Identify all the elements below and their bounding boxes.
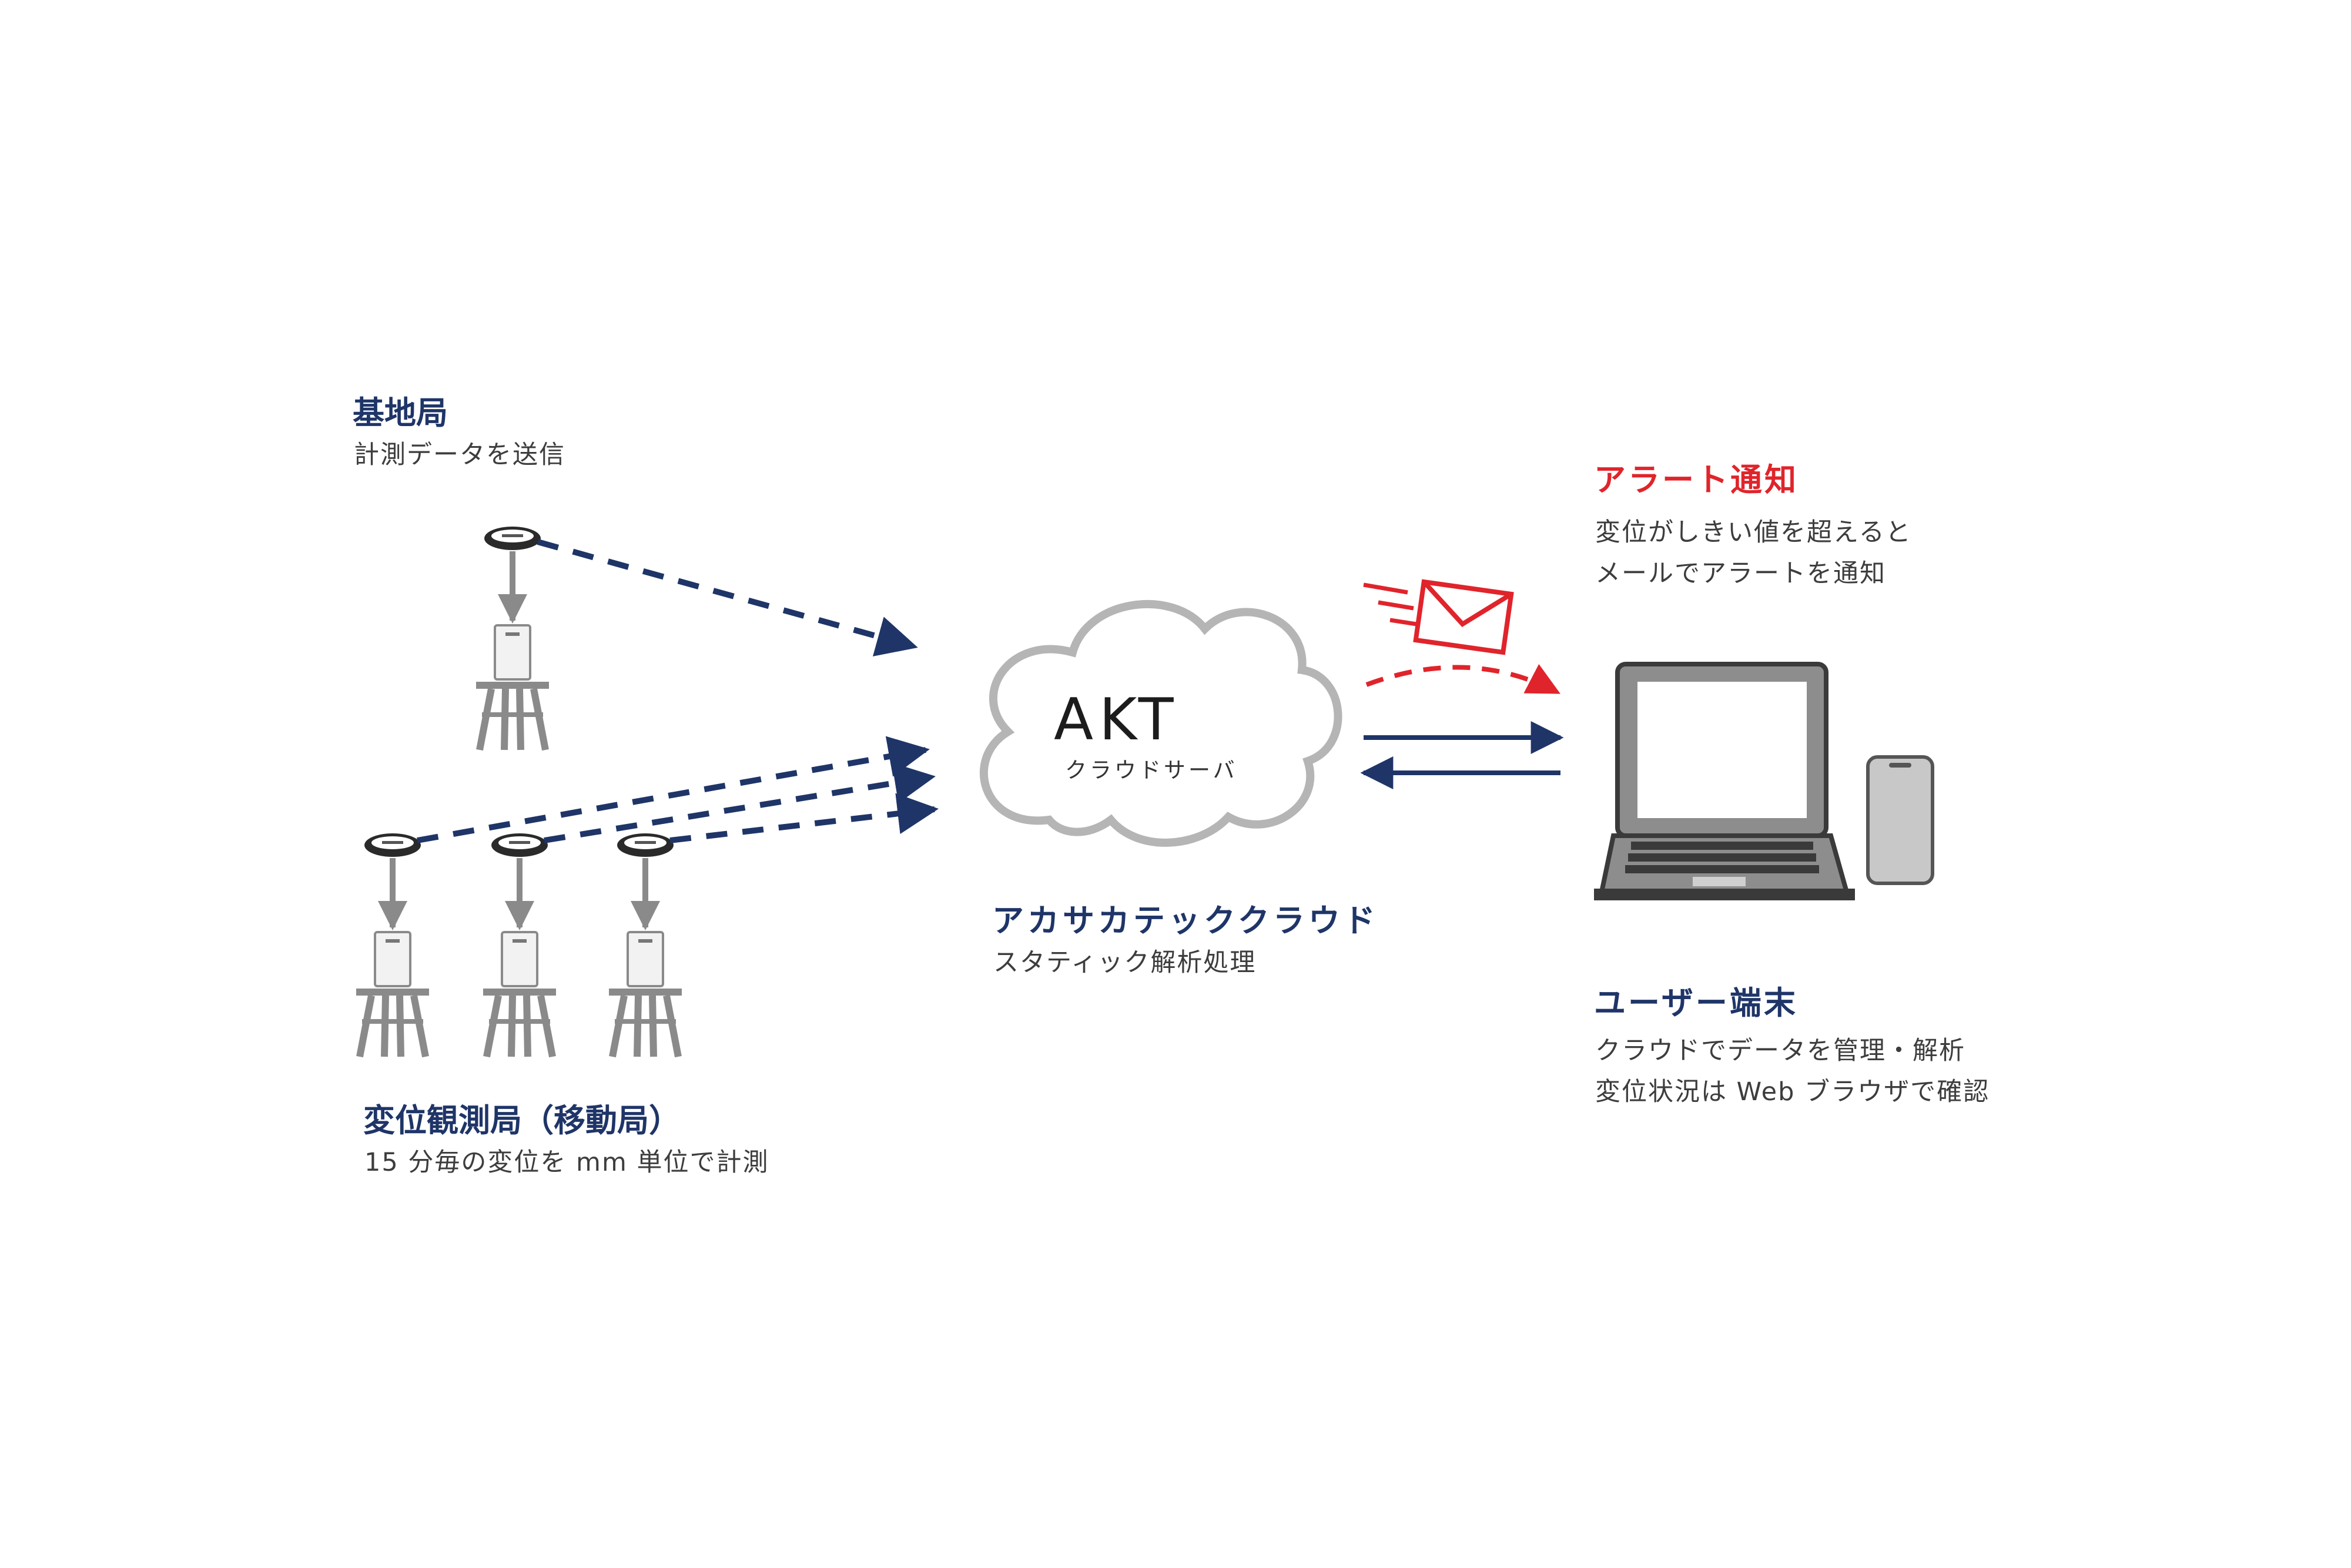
cloud-server-icon xyxy=(979,599,1342,847)
alert-desc-line1: 変位がしきい値を超えると xyxy=(1595,518,1912,547)
alert-title: アラート通知 xyxy=(1594,461,1799,498)
smartphone-icon xyxy=(1866,755,1934,885)
mail-icon xyxy=(1363,579,1514,655)
user-terminal-desc-line2: 変位状況は Web ブラウザで確認 xyxy=(1595,1077,1990,1107)
base-station-title: 基地局 xyxy=(353,394,448,431)
cloud-server-label: クラウドサーバ xyxy=(1065,758,1238,783)
rover-station-2-icon xyxy=(483,833,556,1057)
rover3-to-cloud-arrow xyxy=(669,793,939,843)
rover-station-3-icon xyxy=(609,833,682,1057)
alert-desc-line2: メールでアラートを通知 xyxy=(1595,559,1886,588)
user-terminal-title: ユーザー端末 xyxy=(1594,984,1798,1021)
user-terminal-desc-line1: クラウドでデータを管理・解析 xyxy=(1595,1036,1965,1066)
cloud-logo-text: AKT xyxy=(1054,686,1180,753)
cloud-desc: スタティック解析処理 xyxy=(993,948,1257,977)
base-to-cloud-arrow xyxy=(537,539,918,656)
rover-station-1-icon xyxy=(356,833,429,1057)
base-station-desc: 計測データを送信 xyxy=(354,440,565,470)
cloud-title: アカサカテッククラウド xyxy=(992,902,1379,939)
rover-station-title: 変位観測局（移動局） xyxy=(363,1102,681,1139)
rover1-to-cloud-arrow xyxy=(417,736,930,843)
rover2-to-cloud-arrow xyxy=(544,762,936,843)
laptop-icon xyxy=(1594,662,1855,900)
alert-arrow xyxy=(1365,664,1560,695)
rover-station-desc: 15 分毎の変位を mm 単位で計測 xyxy=(364,1148,769,1177)
base-station-icon xyxy=(476,527,549,750)
